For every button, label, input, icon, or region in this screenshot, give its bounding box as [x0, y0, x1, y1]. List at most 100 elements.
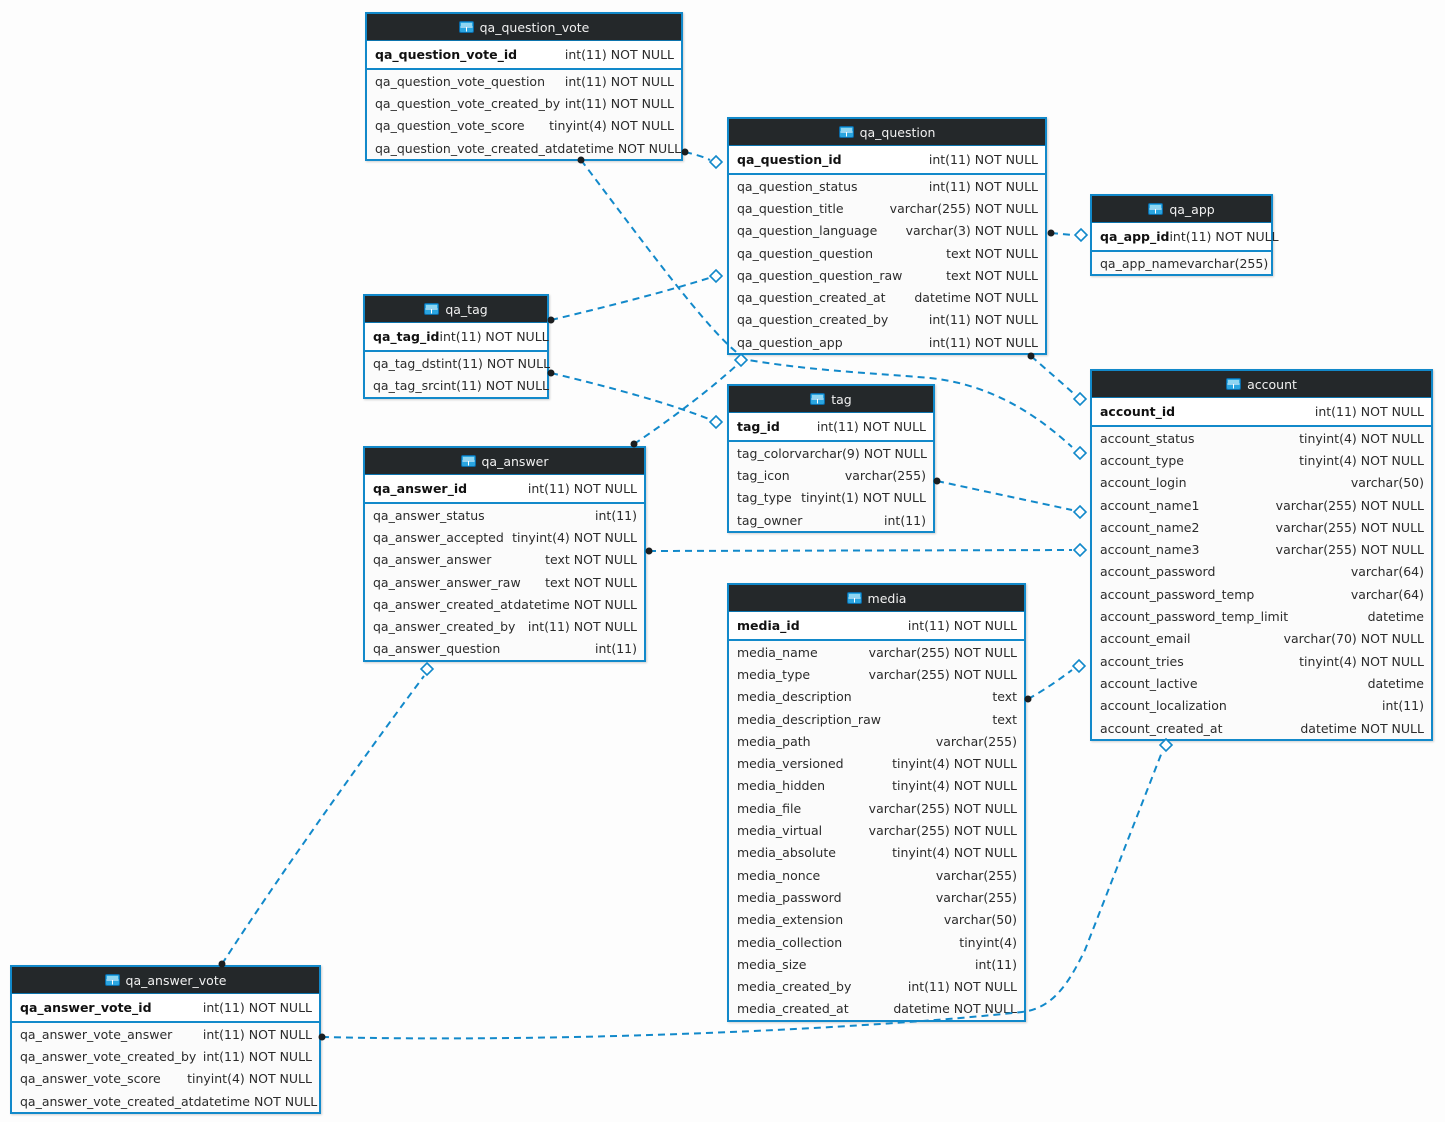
relationship-line[interactable]	[648, 549, 1073, 552]
relationship-line[interactable]	[550, 277, 710, 321]
relationship-line[interactable]	[580, 159, 1073, 448]
relationship-line[interactable]	[1050, 232, 1074, 236]
relationship-line[interactable]	[936, 480, 1073, 511]
table-header[interactable]: tag	[729, 386, 933, 413]
table-header[interactable]: qa_answer	[365, 448, 644, 475]
table-header[interactable]: qa_tag	[365, 296, 547, 323]
table-header[interactable]: qa_question_vote	[367, 14, 681, 41]
table-header[interactable]: media	[729, 585, 1024, 612]
relationship-line[interactable]	[221, 675, 425, 965]
table-header[interactable]: account	[1092, 371, 1431, 398]
table-header[interactable]: qa_app	[1092, 196, 1271, 223]
relationship-line[interactable]	[321, 751, 1163, 1040]
relationship-line[interactable]	[684, 151, 711, 161]
relationship-line[interactable]	[1030, 355, 1074, 394]
relationship-line[interactable]	[1027, 669, 1073, 700]
relationship-line[interactable]	[633, 363, 739, 445]
table-header[interactable]: qa_answer_vote	[12, 967, 319, 994]
table-header[interactable]: qa_question	[729, 119, 1045, 146]
relationship-line[interactable]	[550, 372, 710, 420]
